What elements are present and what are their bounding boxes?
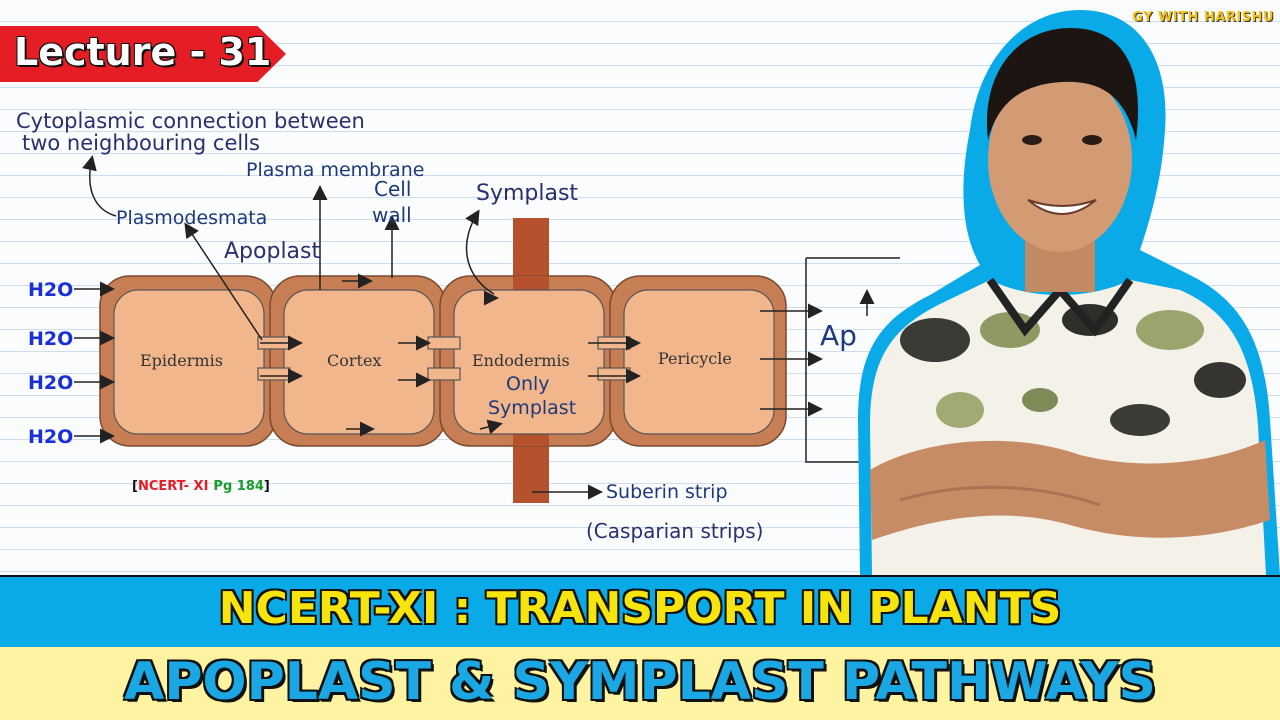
note-casparian: (Casparian strips) (586, 519, 763, 543)
pericycle-cytoplasm (623, 289, 775, 435)
note-right-partial: Ap (820, 319, 857, 352)
lecture-label: Lecture - 31 (14, 30, 272, 74)
h2o-label: H2O (28, 372, 73, 394)
note-symplast: Symplast (476, 181, 578, 206)
banner-subject-title: NCERT-XI : TRANSPORT IN PLANTS (218, 583, 1062, 634)
note-cell-wall-line1: Cell (374, 177, 411, 201)
note-only-symplast-line2: Symplast (488, 397, 576, 419)
cortex-cytoplasm (283, 289, 435, 435)
cell-label-endodermis: Endodermis (472, 351, 570, 370)
endodermis-cytoplasm (453, 289, 605, 435)
cell-label-cortex: Cortex (327, 351, 381, 370)
ref-close: ] (264, 479, 270, 494)
annotation-arrows (82, 155, 875, 500)
note-only-symplast-line1: Only (506, 373, 550, 395)
note-cell-wall-line2: wall (372, 203, 412, 227)
presenter-arms (870, 440, 1270, 540)
h2o-label: H2O (28, 426, 73, 448)
ref-page: Pg 184 (213, 479, 264, 494)
h2o-label: H2O (28, 279, 73, 301)
banner-topic-title: APOPLAST & SYMPLAST PATHWAYS (124, 652, 1156, 712)
ref-open: [ (132, 479, 138, 494)
xylem-box-outline (805, 257, 900, 463)
flow-arrows (74, 273, 823, 444)
note-plasmodesmata: Plasmodesmata (116, 207, 267, 229)
note-apoplast: Apoplast (224, 239, 320, 264)
h2o-label: H2O (28, 328, 73, 350)
plasmodesmata-connectors (257, 336, 631, 381)
channel-brand: GY WITH HARISHU (1132, 10, 1274, 25)
note-cytoplasmic-line2: two neighbouring cells (22, 131, 260, 155)
ncert-reference: [NCERT- XI Pg 184] (132, 479, 270, 494)
lecture-badge-shape (0, 26, 286, 82)
note-cytoplasmic-line1: Cytoplasmic connection between (16, 109, 365, 133)
epidermis-cytoplasm (113, 289, 265, 435)
note-suberin: Suberin strip (606, 481, 728, 503)
note-plasma-membrane: Plasma membrane (246, 159, 424, 181)
presenter-photo (858, 10, 1280, 575)
cell-label-pericycle: Pericycle (658, 349, 732, 368)
ref-ncert: NCERT- XI (138, 479, 208, 494)
cell-label-epidermis: Epidermis (140, 351, 223, 370)
title-banner-bottom (0, 647, 1280, 720)
presenter-face (988, 68, 1132, 252)
root-water-transport-diagram: Epidermis Cortex Endodermis Pericycle Cy… (16, 109, 900, 543)
title-banner-top (0, 575, 1280, 649)
